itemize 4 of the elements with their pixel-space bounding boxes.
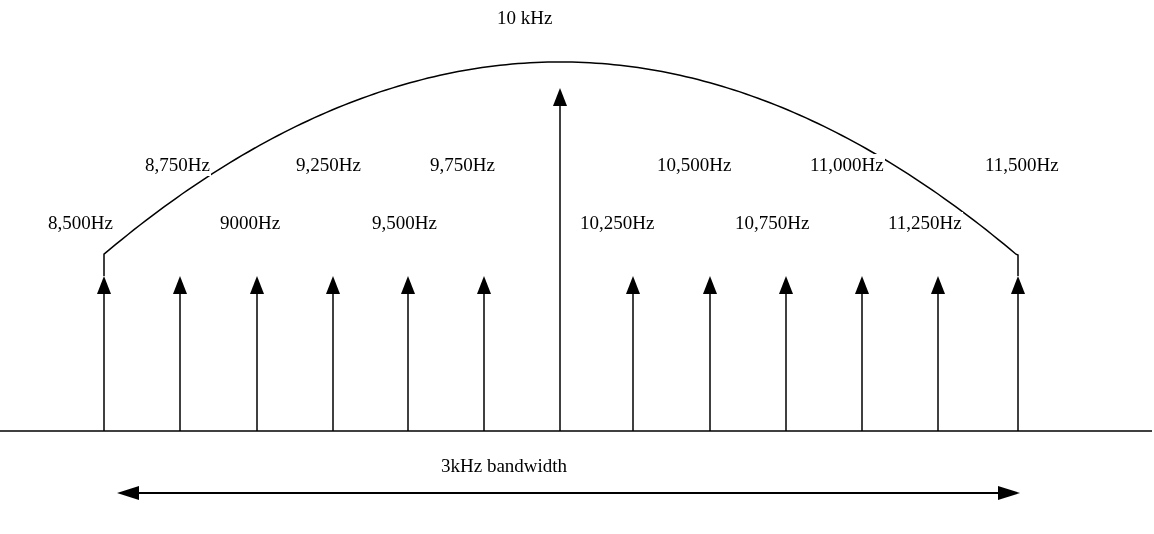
frequency-label: 11,000Hz [809,154,885,176]
frequency-label: 11,250Hz [887,212,963,234]
bandwidth-label: 3kHz bandwidth [440,455,569,477]
frequency-label: 10 kHz [496,7,554,29]
